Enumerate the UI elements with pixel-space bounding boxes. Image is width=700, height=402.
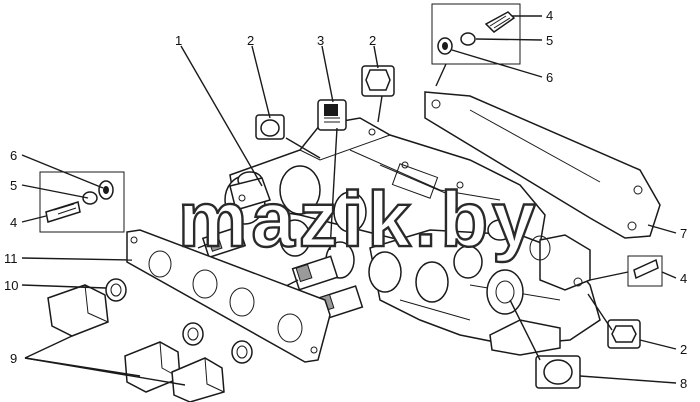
callout-1: 1 xyxy=(175,33,182,48)
callout-4b: 4 xyxy=(10,215,17,230)
gasket-plate-right xyxy=(424,91,661,239)
callout-11: 11 xyxy=(4,251,18,266)
callout-7: 7 xyxy=(680,226,687,241)
plug-top-left xyxy=(255,114,285,140)
plug-right xyxy=(607,319,641,349)
callout-9: 9 xyxy=(10,351,17,366)
callout-6a: 6 xyxy=(546,70,553,85)
valve-body xyxy=(224,117,601,356)
large-plug xyxy=(535,355,581,389)
leader-lines xyxy=(21,15,677,386)
callout-4c: 4 xyxy=(680,271,687,286)
callout-10: 10 xyxy=(4,278,18,293)
callout-labels: 1 2 3 2 4 5 6 6 5 4 11 10 9 7 4 2 8 xyxy=(4,8,687,391)
bolt-kit-top xyxy=(431,3,521,65)
callout-2a: 2 xyxy=(247,33,254,48)
callout-5b: 5 xyxy=(10,178,17,193)
bolt-kit-right xyxy=(627,255,663,287)
bolt-kit-left xyxy=(39,171,125,233)
watermark-text: mazik.by xyxy=(178,175,539,263)
plug-top-right xyxy=(361,65,395,97)
seal-rings xyxy=(105,278,253,364)
gasket-plate-left xyxy=(126,229,331,363)
callout-8: 8 xyxy=(680,376,687,391)
callout-5a: 5 xyxy=(546,33,553,48)
callout-2b: 2 xyxy=(369,33,376,48)
grub-screw xyxy=(317,99,347,131)
callout-4a: 4 xyxy=(546,8,553,23)
hex-plugs xyxy=(47,284,225,402)
callout-6b: 6 xyxy=(10,148,17,163)
callout-2c: 2 xyxy=(680,342,687,357)
callout-3: 3 xyxy=(317,33,324,48)
